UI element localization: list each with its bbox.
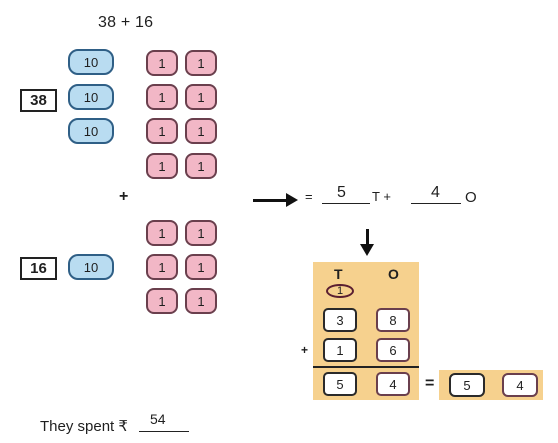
tens-digit-box: 3 xyxy=(323,308,357,332)
ten-block: 10 xyxy=(68,49,114,75)
down-arrow-shaft xyxy=(366,229,369,247)
ten-block: 10 xyxy=(68,84,114,110)
addition-plus-sign: + xyxy=(301,343,309,357)
tens-blank-line xyxy=(322,203,370,204)
one-block: 1 xyxy=(146,220,178,246)
first-number-box: 38 xyxy=(20,89,57,112)
answer-value: 54 xyxy=(150,411,166,427)
one-block: 1 xyxy=(146,254,178,280)
one-block: 1 xyxy=(185,118,217,144)
down-arrow-icon xyxy=(360,244,374,256)
equation-tens-unit: T + xyxy=(372,189,391,204)
plus-sign: + xyxy=(119,188,129,205)
ones-column-header: O xyxy=(388,266,399,282)
one-block: 1 xyxy=(185,254,217,280)
sum-line xyxy=(313,366,419,368)
equation-equals: = xyxy=(305,189,313,204)
one-block: 1 xyxy=(146,153,178,179)
result-tens-box: 5 xyxy=(449,373,485,397)
carry-circle: 1 xyxy=(326,284,354,298)
one-block: 1 xyxy=(146,288,178,314)
one-block: 1 xyxy=(185,153,217,179)
ones-digit-box: 6 xyxy=(376,338,410,362)
tens-digit-box: 1 xyxy=(323,338,357,362)
problem-title: 38 + 16 xyxy=(98,14,154,31)
equation-ones-value: 4 xyxy=(431,184,440,201)
one-block: 1 xyxy=(185,50,217,76)
result-equals: = xyxy=(425,375,435,392)
one-block: 1 xyxy=(146,118,178,144)
second-number-box: 16 xyxy=(20,257,57,280)
ones-digit-box: 8 xyxy=(376,308,410,332)
one-block: 1 xyxy=(185,288,217,314)
equation-ones-unit: O xyxy=(465,189,477,206)
answer-text: They spent ₹ xyxy=(40,418,128,435)
right-arrow-icon xyxy=(286,193,298,207)
one-block: 1 xyxy=(185,84,217,110)
answer-blank-line xyxy=(139,431,189,432)
one-block: 1 xyxy=(146,84,178,110)
sum-tens-box: 5 xyxy=(323,372,357,396)
ten-block: 10 xyxy=(68,118,114,144)
one-block: 1 xyxy=(146,50,178,76)
equation-tens-value: 5 xyxy=(337,184,346,201)
ones-blank-line xyxy=(411,203,461,204)
result-ones-box: 4 xyxy=(502,373,538,397)
ten-block: 10 xyxy=(68,254,114,280)
one-block: 1 xyxy=(185,220,217,246)
right-arrow-shaft xyxy=(253,199,293,202)
sum-ones-box: 4 xyxy=(376,372,410,396)
tens-column-header: T xyxy=(334,266,343,282)
